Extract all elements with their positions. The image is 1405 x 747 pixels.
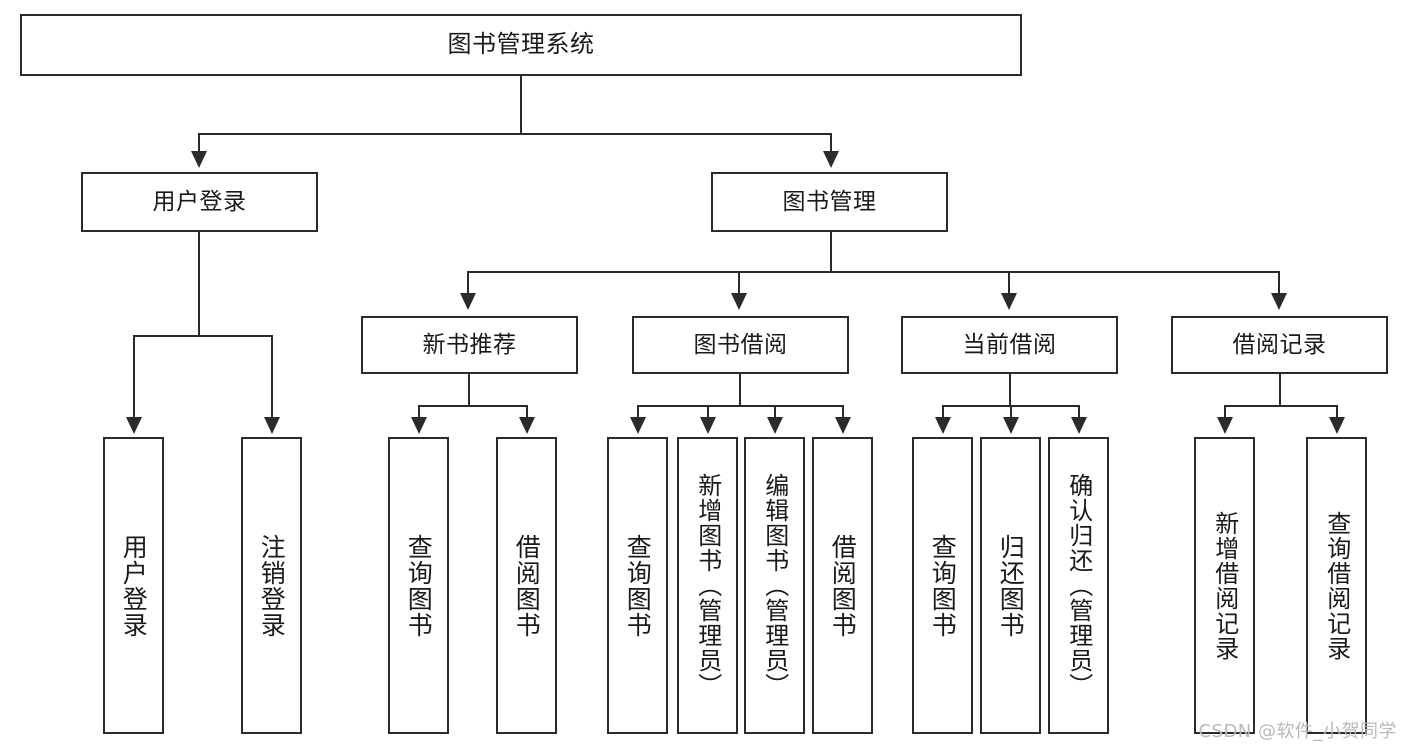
arrow-to-borrow-book-2 <box>835 417 851 434</box>
arrow-to-add-record <box>1217 417 1233 434</box>
arrow-to-query-book-3 <box>935 417 951 434</box>
connector-new-book-recommend-stem <box>468 374 470 406</box>
node-label: 图书管理系统 <box>447 30 595 59</box>
arrow-to-query-book-2 <box>630 417 646 434</box>
node-label: 借阅图书 <box>512 533 542 638</box>
node-label: 新书推荐 <box>422 331 517 358</box>
connector-book-borrow-stem <box>739 374 741 406</box>
leaf-query-book-1[interactable]: 查询图书 <box>388 437 449 734</box>
connector-drop-user-login <box>198 133 200 153</box>
connector-drop-current-borrow <box>1008 271 1010 295</box>
arrow-to-book-management <box>823 151 839 168</box>
arrow-to-borrow-book-1 <box>519 417 535 434</box>
leaf-add-book[interactable]: 新增图书（管理员） <box>677 437 738 734</box>
leaf-logout[interactable]: 注销登录 <box>241 437 302 734</box>
node-label: 查询借阅记录 <box>1322 510 1351 661</box>
node-label: 新增借阅记录 <box>1210 510 1239 661</box>
node-label: 当前借阅 <box>962 331 1057 358</box>
arrow-to-borrow-record <box>1271 293 1287 310</box>
node-label: 确认归还（管理员） <box>1064 473 1093 698</box>
connector-book-borrow-bus <box>637 405 843 407</box>
node-label: 借阅图书 <box>828 533 858 638</box>
node-label: 查询图书 <box>623 533 653 638</box>
connector-root-bus <box>198 133 832 135</box>
arrow-to-return-book <box>1003 417 1019 434</box>
connector-book-management-stem <box>830 232 832 272</box>
leaf-return-book[interactable]: 归还图书 <box>980 437 1041 734</box>
node-label: 图书借阅 <box>693 331 788 358</box>
node-label: 归还图书 <box>996 533 1026 638</box>
connector-root-stem <box>520 76 522 134</box>
node-label: 借阅记录 <box>1232 331 1327 358</box>
arrow-to-confirm-return <box>1071 417 1087 434</box>
connector-drop-borrow-book-2 <box>842 405 844 419</box>
node-user-login[interactable]: 用户登录 <box>81 172 318 232</box>
connector-drop-confirm-return <box>1078 405 1080 419</box>
arrow-to-query-record <box>1329 417 1345 434</box>
node-book-management[interactable]: 图书管理 <box>711 172 948 232</box>
connector-borrow-record-bus <box>1224 405 1338 407</box>
arrow-to-user-login <box>191 151 207 168</box>
node-label: 用户登录 <box>119 533 149 638</box>
node-label: 新增图书（管理员） <box>693 473 722 698</box>
connector-user-login-stem <box>198 232 200 336</box>
leaf-borrow-book-1[interactable]: 借阅图书 <box>496 437 557 734</box>
node-label: 用户登录 <box>152 188 247 215</box>
connector-drop-new-book-recommend <box>467 271 469 295</box>
leaf-borrow-book-2[interactable]: 借阅图书 <box>812 437 873 734</box>
connector-drop-leaf-user-login <box>133 335 135 419</box>
csdn-watermark: CSDN @软件_小贺同学 <box>1198 721 1397 742</box>
arrow-to-leaf-logout <box>264 417 280 434</box>
arrow-to-current-borrow <box>1001 293 1017 310</box>
connector-drop-query-book-3 <box>942 405 944 419</box>
connector-drop-book-management <box>830 133 832 153</box>
connector-drop-leaf-logout <box>271 335 273 419</box>
leaf-query-book-2[interactable]: 查询图书 <box>607 437 668 734</box>
arrow-to-add-book <box>700 417 716 434</box>
connector-drop-add-book <box>707 405 709 419</box>
arrow-to-book-borrow <box>731 293 747 310</box>
connector-borrow-record-stem <box>1279 374 1281 406</box>
connector-new-book-recommend-bus <box>418 405 528 407</box>
node-new-book-recommend[interactable]: 新书推荐 <box>361 316 578 374</box>
node-root-book-management-system[interactable]: 图书管理系统 <box>20 14 1022 76</box>
connector-drop-borrow-record <box>1278 271 1280 295</box>
node-label: 编辑图书（管理员） <box>760 473 789 698</box>
node-book-borrow[interactable]: 图书借阅 <box>632 316 849 374</box>
arrow-to-leaf-user-login <box>126 417 142 434</box>
leaf-add-record[interactable]: 新增借阅记录 <box>1194 437 1255 734</box>
arrow-to-new-book-recommend <box>460 293 476 310</box>
node-borrow-record[interactable]: 借阅记录 <box>1171 316 1388 374</box>
leaf-query-record[interactable]: 查询借阅记录 <box>1306 437 1367 734</box>
connector-book-management-bus <box>467 271 1280 273</box>
connector-user-login-bus <box>133 335 273 337</box>
node-label: 图书管理 <box>782 188 877 215</box>
node-label: 注销登录 <box>257 533 287 638</box>
connector-current-borrow-stem <box>1009 374 1011 406</box>
connector-drop-edit-book <box>774 405 776 419</box>
leaf-user-login[interactable]: 用户登录 <box>103 437 164 734</box>
leaf-query-book-3[interactable]: 查询图书 <box>912 437 973 734</box>
connector-drop-borrow-book-1 <box>526 405 528 419</box>
arrow-to-query-book-1 <box>411 417 427 434</box>
leaf-confirm-return[interactable]: 确认归还（管理员） <box>1048 437 1109 734</box>
connector-drop-add-record <box>1224 405 1226 419</box>
node-label: 查询图书 <box>404 533 434 638</box>
connector-drop-return-book <box>1010 405 1012 419</box>
connector-drop-query-book-2 <box>637 405 639 419</box>
connector-drop-query-record <box>1336 405 1338 419</box>
arrow-to-edit-book <box>767 417 783 434</box>
connector-drop-query-book-1 <box>418 405 420 419</box>
connector-drop-book-borrow <box>738 271 740 295</box>
node-current-borrow[interactable]: 当前借阅 <box>901 316 1118 374</box>
node-label: 查询图书 <box>928 533 958 638</box>
leaf-edit-book[interactable]: 编辑图书（管理员） <box>744 437 805 734</box>
